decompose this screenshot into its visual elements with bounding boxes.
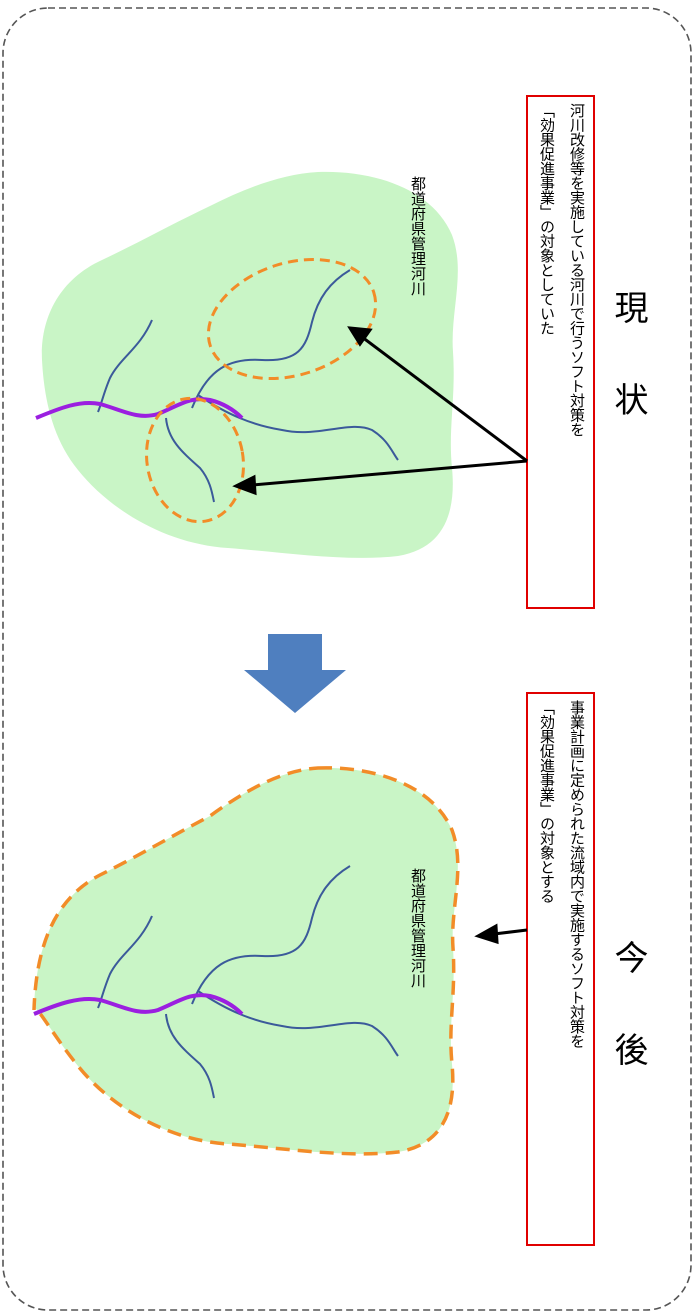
- river-label-future: 都道府県管理河川: [409, 868, 427, 988]
- pointer-arrows-current: [232, 326, 528, 496]
- note-line-2: 「効果促進事業」の対象とする: [538, 700, 556, 904]
- note-box-current: [526, 95, 595, 609]
- river-network-current: [97, 269, 399, 503]
- note-line-2: 「効果促進事業」の対象としていた: [538, 103, 556, 336]
- section-heading-future: 今後: [608, 940, 648, 1124]
- basin-area-future: [32, 766, 460, 1156]
- note-line-1: 河川改修等を実施している河川で行うソフト対策を: [568, 103, 586, 437]
- basin-area-current: [41, 171, 458, 558]
- main-river-future: [33, 993, 244, 1016]
- river-label-current: 都道府県管理河川: [409, 176, 427, 296]
- outer-frame: [2, 7, 692, 1311]
- note-line-1: 事業計画に定められた流域内で実施するソフト対策を: [568, 700, 586, 1049]
- section-future: 今後 事業計画に定められた流域内で実施するソフト対策を 「効果促進事業」の対象と…: [32, 692, 648, 1246]
- river-network-future: [97, 865, 399, 1099]
- highlight-ellipse-lower: [145, 396, 245, 524]
- section-current: 現状 河川改修等を実施している河川で行うソフト対策を 「効果促進事業」の対象とし…: [35, 95, 648, 609]
- highlight-ellipse-upper: [206, 257, 378, 381]
- pointer-arrow-future: [474, 923, 528, 945]
- note-box-future: [526, 692, 595, 1246]
- section-heading-current: 現状: [608, 290, 648, 474]
- down-arrow-icon: [244, 634, 346, 713]
